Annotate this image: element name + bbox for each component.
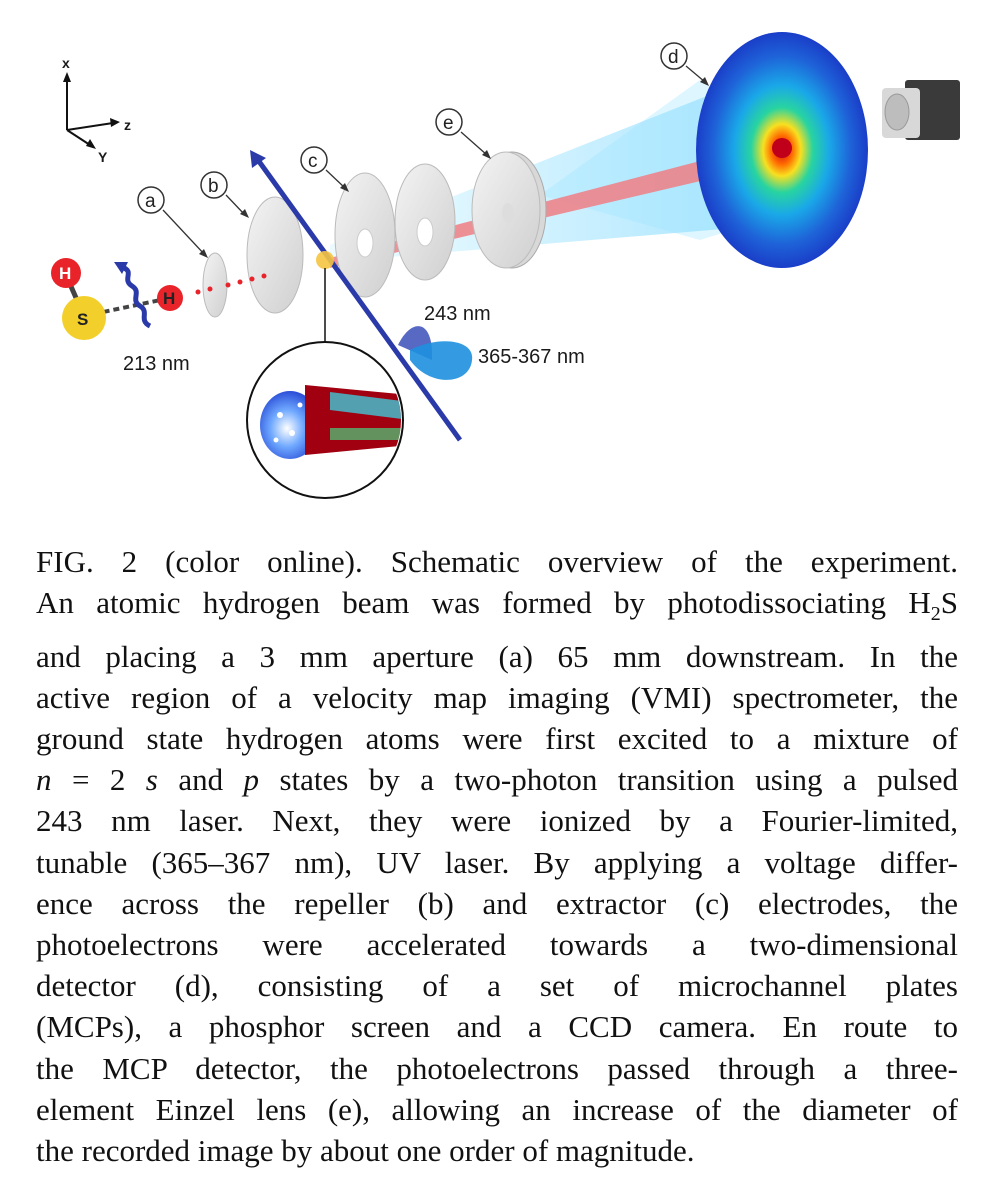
extractor-c	[334, 172, 396, 298]
hydrogen-beam	[195, 273, 267, 295]
repeller-b	[246, 196, 304, 314]
sulfur-atom	[62, 296, 106, 340]
caption-line-12: (MCPs), a phosphor screen and a CCD came…	[36, 1009, 958, 1045]
label-243nm: 243 nm	[424, 303, 491, 325]
hydrogen-right-label: H	[163, 289, 175, 308]
hydrogen-atom-right	[157, 285, 183, 311]
h2s-tail: S	[940, 585, 958, 621]
coordinate-axes: x z Y	[62, 55, 131, 165]
experiment-schematic: x z Y	[0, 0, 981, 520]
callout-c: c	[308, 151, 318, 172]
h2s-molecule: H S H	[51, 258, 183, 340]
detector-d	[696, 32, 868, 268]
caption-line-10: photoelectrons were accelerated towards …	[36, 927, 958, 963]
caption-line-3: and placing a 3 mm aperture (a) 65 mm do…	[36, 638, 958, 674]
caption-line-5: ground state hydrogen atoms were first e…	[36, 721, 958, 756]
caption-s-symbol: s	[145, 762, 158, 798]
caption-line-1: FIG. 2 (color online). Schematic overvie…	[36, 544, 958, 579]
caption-line-2: An atomic hydrogen beam was formed by ph…	[36, 582, 958, 635]
caption-line-14: element Einzel lens (e), allowing an inc…	[36, 1091, 958, 1127]
caption-line-6-rest: states by a two-photon transition using …	[279, 762, 959, 798]
caption-line-7: 243 nm laser. Next, they were ionized by…	[36, 803, 958, 839]
photon-213-wave	[114, 262, 152, 329]
laser-243-line	[255, 158, 463, 442]
hydrogen-atom-left	[51, 258, 81, 288]
caption-n-symbol: n	[36, 762, 52, 798]
ccd-camera	[882, 80, 960, 140]
callout-b: b	[208, 176, 219, 197]
aperture-a	[202, 252, 228, 318]
caption-line-2-text: An atomic hydrogen beam was formed by ph…	[36, 585, 931, 621]
caption-line-11: detector (d), consisting of a set of mic…	[36, 968, 958, 1004]
caption-p-symbol: p	[243, 762, 260, 798]
schematic-svg: x z Y	[51, 32, 960, 499]
caption-line-9: ence across the repeller (b) and extract…	[36, 885, 958, 921]
axis-y-label: Y	[98, 149, 108, 165]
hydrogen-left-label: H	[59, 264, 71, 283]
label-213nm: 213 nm	[123, 353, 190, 375]
callout-d: d	[668, 47, 679, 68]
pulse-365	[410, 341, 473, 380]
axis-z-label: z	[124, 117, 131, 133]
interaction-point	[316, 251, 334, 269]
inset-photoionization-map	[246, 341, 404, 499]
caption-line-15: the recorded image by about one order of…	[36, 1133, 695, 1169]
axis-x-label: x	[62, 55, 70, 71]
callouts: a b c e d	[137, 42, 709, 258]
caption-line-6: n = 2 s and p states by a two-photon tra…	[36, 759, 958, 800]
caption-line-4: active region of a velocity map imaging …	[36, 679, 958, 715]
caption-line-8: tunable (365–367 nm), UV laser. By apply…	[36, 844, 958, 880]
sulfur-label: S	[77, 310, 88, 329]
h2s-subscript: 2	[930, 603, 941, 626]
einzel-lens-e	[394, 151, 547, 281]
callout-a: a	[145, 191, 156, 212]
caption-line-13: the MCP detector, the photoelectrons pas…	[36, 1050, 958, 1086]
label-365-367nm: 365-367 nm	[478, 346, 585, 368]
caption-and: and	[178, 762, 224, 798]
figure-caption: FIG. 2 (color online). Schematic overvie…	[36, 541, 958, 1171]
callout-e: e	[443, 113, 454, 134]
caption-eq-2: = 2	[71, 762, 126, 798]
